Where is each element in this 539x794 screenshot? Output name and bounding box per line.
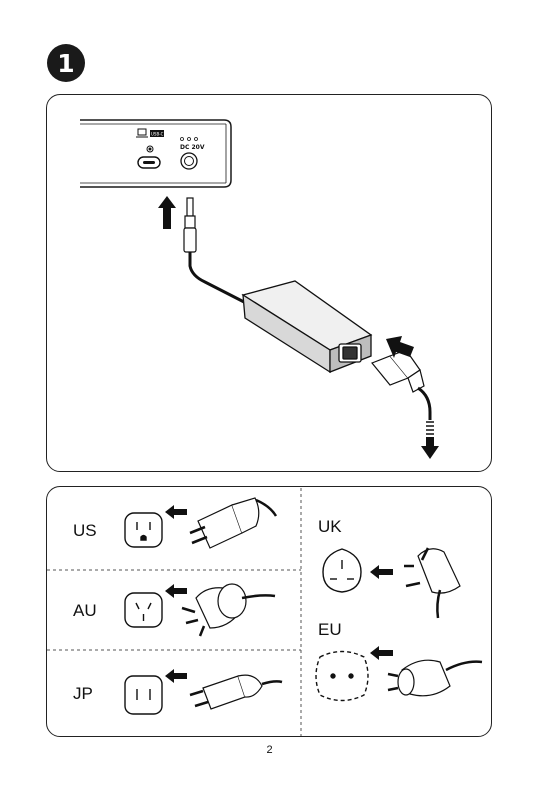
uk-arrow-icon [370,565,393,579]
jp-outlet-icon [125,676,162,714]
eu-outlet-icon [316,652,368,701]
region-label-us: US [73,521,97,541]
page-number: 2 [0,744,539,756]
uk-outlet-icon [323,549,361,592]
region-label-eu: EU [318,620,342,640]
region-label-jp: JP [73,684,93,704]
region-label-uk: UK [318,517,342,537]
eu-plug [388,660,482,696]
uk-plug [404,548,460,618]
eu-arrow-icon [370,646,393,660]
jp-arrow-icon [165,669,187,683]
us-outlet-icon [125,513,162,547]
us-plug [190,498,276,548]
us-arrow-icon [165,505,187,519]
au-outlet-icon [125,593,162,627]
region-label-au: AU [73,601,97,621]
au-arrow-icon [165,584,187,598]
au-plug [182,584,275,636]
jp-plug [190,675,282,709]
